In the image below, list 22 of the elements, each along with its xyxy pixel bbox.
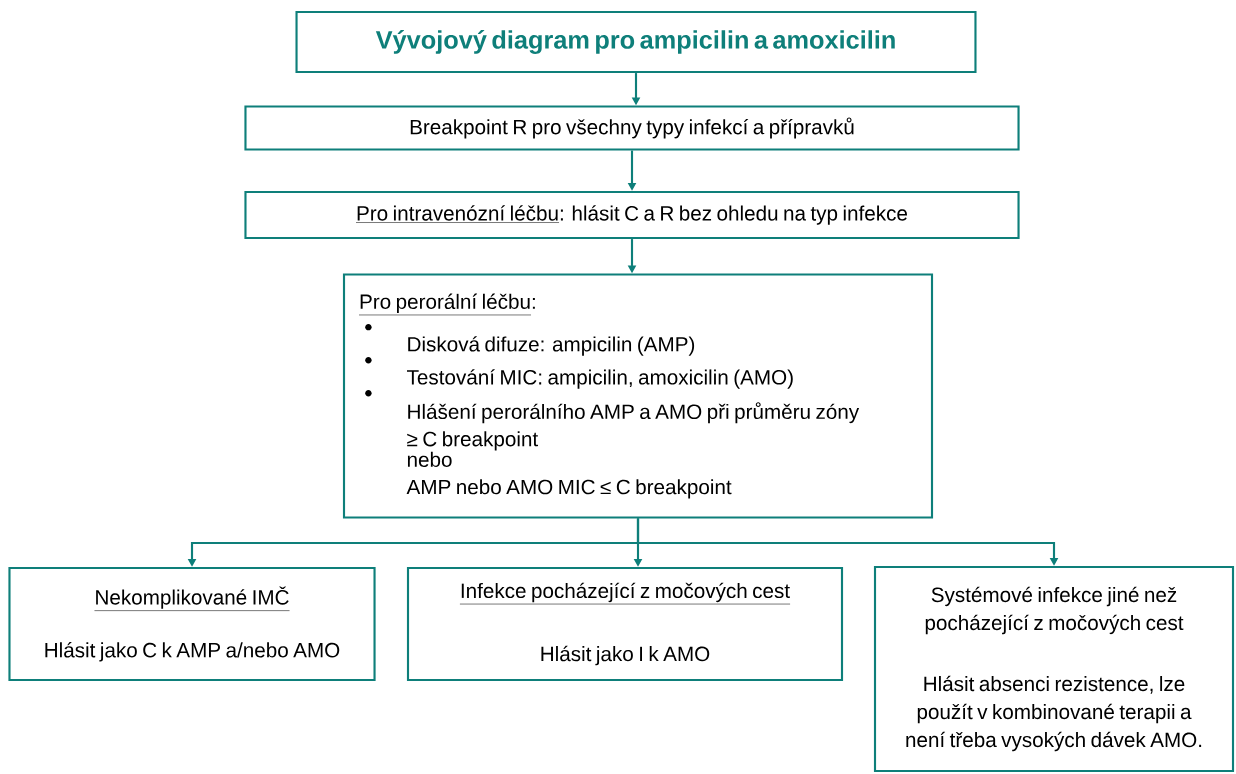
body-text: Hlásit absenci rezistence, lze použít v kombinované terapii a není třeba vysokých dávek AMO. [906, 675, 1202, 752]
heading: Nekomplikované IMČ [94, 586, 290, 611]
heading: Systémové infekce jiné než pocházející z močových cest [925, 586, 1184, 635]
list-item: Hlášení perorálního AMP a AMO při průměru zóny ≥ C breakpoint [407, 402, 860, 451]
list-item-text: nebo [407, 451, 452, 467]
process-box [244, 105, 1020, 151]
list-item: Disková difuze: ampicilin (AMP) [408, 336, 695, 356]
list-box [342, 273, 934, 519]
label: Breakpoint R pro všechny typy infekcí a přípravků [410, 117, 854, 139]
title: Vývojový diagram pro ampicilin a amoxicilin [375, 30, 895, 54]
heading: Pro intravenózní léčbu: hlásit C a R bez ohledu na typ infekce [355, 205, 907, 225]
heading: Infekce pocházející z močových cest [459, 582, 791, 605]
title-box [295, 10, 977, 74]
process-box [8, 566, 376, 682]
heading: Pro perorální léčbu: [358, 293, 535, 316]
process-box [244, 190, 1020, 240]
process-box [406, 566, 844, 682]
list-item-text: AMP nebo AMO MIC ≤ C breakpoint [406, 479, 732, 499]
list-item: Testování MIC: ampicilin, amoxicilin (AMO) [407, 369, 793, 389]
body-text: Hlásit jako C k AMP a/nebo AMO [45, 642, 340, 662]
process-box [873, 565, 1235, 773]
body-text: Hlásit jako I k AMO [541, 645, 710, 666]
